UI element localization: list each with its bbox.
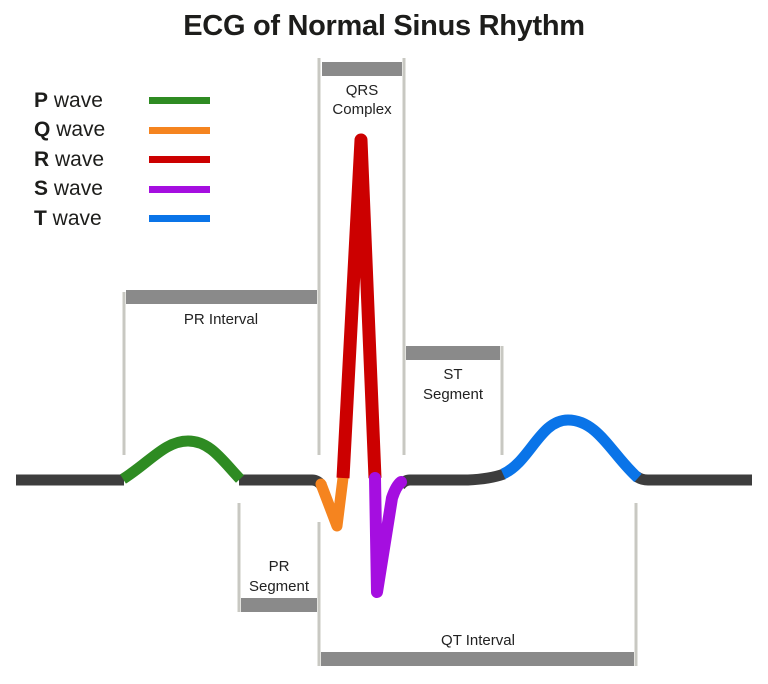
baseline-segment [395, 468, 506, 490]
ecg-trace [16, 133, 752, 598]
pr-interval-label: PR Interval [184, 311, 258, 328]
s-wave [369, 472, 407, 598]
legend-text: wave [53, 88, 103, 112]
legend-swatch-blue [149, 215, 210, 223]
bracket-lines [122, 58, 638, 666]
legend-letter: S [34, 177, 49, 201]
baseline-segment [632, 471, 752, 486]
qrs-label: QRS [346, 82, 379, 99]
legend-item-r-wave: R wave [34, 145, 210, 175]
baseline-segment [239, 474, 327, 490]
legend-letter: T [34, 206, 47, 230]
legend-item-t-wave: T wave [34, 204, 210, 234]
legend-swatch-green [149, 97, 210, 105]
legend-swatch-red [149, 156, 210, 164]
legend-text: wave [53, 177, 103, 201]
legend-letter: P [34, 88, 49, 112]
legend-letter: R [34, 147, 50, 171]
legend-swatch-orange [149, 126, 210, 134]
legend-swatch-purple [149, 185, 210, 193]
pr-segment-label: PR [269, 558, 290, 575]
pr-interval-bar [126, 290, 317, 304]
legend-item-s-wave: S wave [34, 175, 210, 205]
q-wave [315, 472, 349, 532]
r-wave [336, 133, 382, 479]
pr-segment-label-line2: Segment [249, 578, 310, 595]
t-wave [500, 414, 642, 483]
p-wave [120, 435, 244, 484]
legend-letter: Q [34, 118, 51, 142]
legend-text: wave [55, 147, 105, 171]
qrs-complex-bar [322, 62, 402, 76]
qt-interval-label: QT Interval [441, 632, 515, 649]
qrs-label-line2: Complex [332, 101, 392, 118]
legend-text: wave [56, 118, 106, 142]
legend-item-p-wave: P wave [34, 86, 210, 116]
diagram-title: ECG of Normal Sinus Rhythm [183, 10, 585, 42]
bracket-bars [126, 62, 634, 666]
st-segment-bar [406, 346, 500, 360]
legend-item-q-wave: Q wave [34, 116, 210, 146]
st-label: ST [443, 366, 462, 383]
qt-interval-bar [321, 652, 634, 666]
legend-text: wave [52, 206, 102, 230]
legend: P wave Q wave R wave S wave T wave [34, 86, 210, 234]
pr-segment-bar [241, 598, 317, 612]
st-label-line2: Segment [423, 386, 484, 403]
